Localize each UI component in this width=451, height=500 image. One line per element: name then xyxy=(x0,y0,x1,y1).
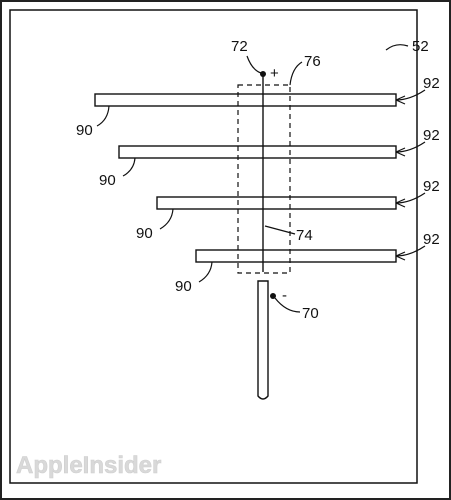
arrowhead-port-1 xyxy=(395,95,406,105)
label-arm-1: 90 xyxy=(76,122,93,139)
arrowhead-port-4 xyxy=(395,251,406,261)
feed-strip xyxy=(257,280,269,400)
leader-port-1 xyxy=(395,89,426,101)
sign-negative: - xyxy=(282,287,287,304)
label-arm-3: 90 xyxy=(136,225,153,242)
leader-feed-positive xyxy=(246,55,262,74)
leader-arm-3 xyxy=(159,208,174,230)
leader-arm-1 xyxy=(96,105,110,127)
leader-port-4 xyxy=(395,245,426,257)
leader-trace xyxy=(264,225,296,235)
leader-port-3 xyxy=(395,192,426,204)
label-port-4: 92 xyxy=(423,231,440,248)
label-trace: 74 xyxy=(296,227,313,244)
feed-point-positive xyxy=(260,71,266,77)
arrowhead-port-3 xyxy=(395,198,406,208)
arm-2 xyxy=(118,145,397,159)
label-port-3: 92 xyxy=(423,178,440,195)
feed-point-negative xyxy=(270,293,276,299)
leader-port-2 xyxy=(395,141,426,153)
label-frame: 52 xyxy=(412,38,429,55)
leader-arm-4 xyxy=(198,261,213,283)
label-box: 76 xyxy=(304,53,321,70)
arm-4 xyxy=(195,249,397,263)
dashed-region xyxy=(237,84,291,274)
arm-1 xyxy=(94,93,397,107)
label-arm-2: 90 xyxy=(99,172,116,189)
label-port-2: 92 xyxy=(423,127,440,144)
watermark: AppleInsider xyxy=(16,452,161,479)
label-arm-4: 90 xyxy=(175,278,192,295)
label-feed-negative: 70 xyxy=(302,305,319,322)
leader-box xyxy=(289,61,303,86)
label-feed-positive: 72 xyxy=(231,38,248,55)
leader-frame xyxy=(385,44,409,51)
arm-3 xyxy=(156,196,397,210)
leader-arm-2 xyxy=(122,157,136,177)
label-port-1: 92 xyxy=(423,75,440,92)
sign-positive: + xyxy=(270,65,279,82)
arrowhead-port-2 xyxy=(395,147,406,157)
leader-feed-negative xyxy=(274,297,301,313)
substrate-frame xyxy=(9,9,418,484)
